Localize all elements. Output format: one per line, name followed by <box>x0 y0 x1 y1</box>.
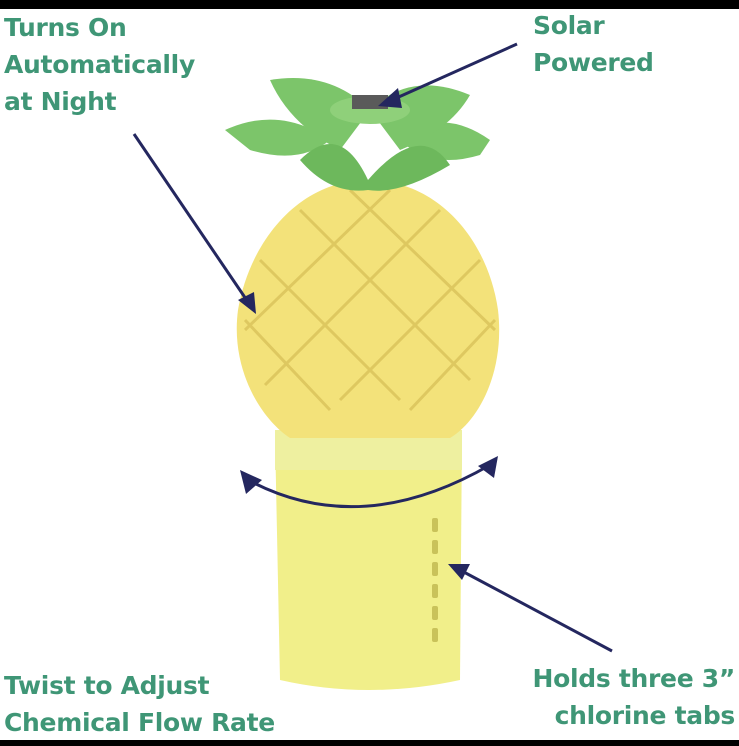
pineapple-leaves-solar-cap <box>225 78 490 191</box>
label-line: Holds three 3” <box>532 664 736 693</box>
label-line: chlorine tabs <box>554 701 736 730</box>
label-line: Turns On <box>4 13 127 42</box>
label-line: Chemical Flow Rate <box>4 708 275 737</box>
twist-arrow <box>247 463 491 509</box>
tabs-arrow <box>459 568 613 653</box>
label-holds-tabs: Holds three 3” chlorine tabs <box>532 660 736 734</box>
pineapple-body <box>236 180 500 438</box>
label-line: Solar <box>533 11 605 40</box>
label-line: Powered <box>533 48 654 77</box>
label-line: Automatically <box>4 50 195 79</box>
chlorine-canister <box>275 430 462 690</box>
annotation-arrows <box>132 42 613 653</box>
label-line: Twist to Adjust <box>4 671 210 700</box>
bottom-border <box>0 740 739 746</box>
label-twist-adjust: Twist to Adjust Chemical Flow Rate <box>4 667 275 741</box>
night-arrow <box>132 133 250 303</box>
label-turns-on-at-night: Turns On Automatically at Night <box>4 9 195 120</box>
top-border <box>0 0 739 9</box>
solar-arrow <box>391 42 518 102</box>
label-line: at Night <box>4 87 117 116</box>
label-solar-powered: Solar Powered <box>533 7 654 81</box>
